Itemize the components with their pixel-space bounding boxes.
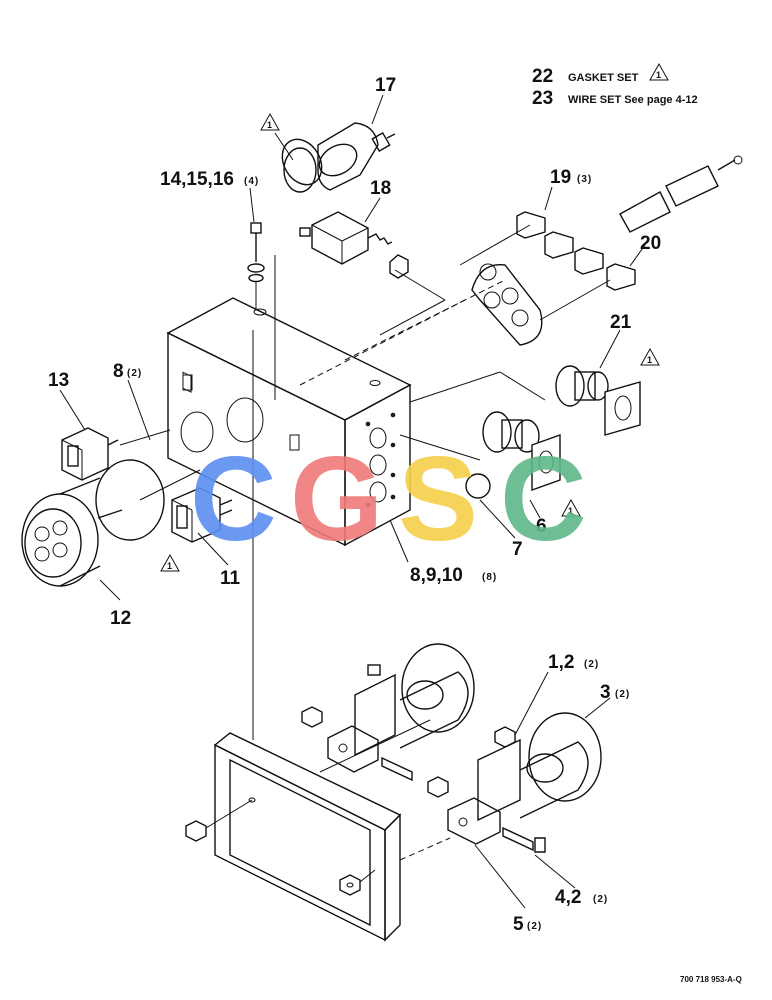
callout-1-2-qty: (2) <box>584 659 599 670</box>
watermark-letter-3: S <box>398 432 478 566</box>
callout-1-2: 1,2 <box>548 652 574 673</box>
callout-11: 11 <box>220 568 241 589</box>
callout-14-qty: (4) <box>244 176 259 187</box>
legend-wireset-text: WIRE SET See page 4-12 <box>568 94 698 106</box>
circuit-breaker-17 <box>281 122 396 191</box>
callout-8-9-10: 8,9,10 <box>410 565 463 586</box>
callout-21: 21 <box>610 312 632 333</box>
svg-text:1: 1 <box>167 561 172 571</box>
callout-13: 13 <box>48 370 69 391</box>
callout-7: 7 <box>512 539 523 560</box>
connector-panel-19-20 <box>471 155 743 346</box>
note-flag-icon <box>649 62 669 81</box>
watermark-letter-2: G <box>290 432 383 566</box>
nuts-plate <box>185 719 451 896</box>
svg-text:1: 1 <box>568 506 573 516</box>
drawing-number: 700 718 953-A-Q <box>680 975 742 984</box>
junction-box-housing <box>166 297 412 547</box>
gauge-12: 1 <box>21 459 180 587</box>
callout-4-2-qty: (2) <box>593 894 608 905</box>
leader-lines <box>59 94 646 909</box>
callout-20: 20 <box>640 233 661 254</box>
circuit-breaker-18 <box>299 211 409 279</box>
callout-8-9-10-qty: (8) <box>482 572 497 583</box>
callout-19-qty: (3) <box>577 174 592 185</box>
legend-gasket-text: GASKET SET <box>568 72 639 84</box>
connector-6-7: 1 <box>465 411 581 517</box>
callout-5: 5 <box>513 914 524 935</box>
callouts: 17 18 14,15,16 (4) 19 (3) 20 21 13 8 (2)… <box>48 75 661 935</box>
mount-bracket-upper <box>301 643 475 782</box>
legend-note-number: 1 <box>656 70 661 80</box>
watermark-logo: C G S C <box>190 432 587 566</box>
rocker-switch-11 <box>171 487 233 543</box>
callout-8: 8 <box>113 361 124 382</box>
watermark-letter-4: C <box>500 432 587 566</box>
callout-12: 12 <box>110 608 131 629</box>
watermark-letter-1: C <box>190 432 277 566</box>
callout-3-qty: (2) <box>615 689 630 700</box>
callout-18: 18 <box>370 178 391 199</box>
svg-text:1: 1 <box>267 120 272 130</box>
mounting-plate <box>213 732 402 942</box>
callout-17: 17 <box>375 75 396 96</box>
callout-5-qty: (2) <box>527 921 542 932</box>
assembly-lines <box>119 224 611 740</box>
legend: 22 GASKET SET 1 23 WIRE SET See page 4-1… <box>532 62 698 109</box>
rocker-switch-13 <box>61 427 119 481</box>
callout-19: 19 <box>550 167 571 188</box>
mount-bracket-lower <box>427 712 602 853</box>
o-ring-gasket: 1 <box>260 112 317 193</box>
callout-4-2: 4,2 <box>555 887 581 908</box>
connector-21: 1 <box>555 347 660 436</box>
screw-washer-stack <box>247 222 265 310</box>
legend-gasket-number: 22 <box>532 66 553 87</box>
callout-6: 6 <box>536 516 547 537</box>
legend-wireset-number: 23 <box>532 88 553 109</box>
callout-8-qty: (2) <box>127 368 142 379</box>
callout-3: 3 <box>600 682 611 703</box>
callout-14-15-16: 14,15,16 <box>160 169 234 190</box>
svg-text:1: 1 <box>647 355 652 365</box>
